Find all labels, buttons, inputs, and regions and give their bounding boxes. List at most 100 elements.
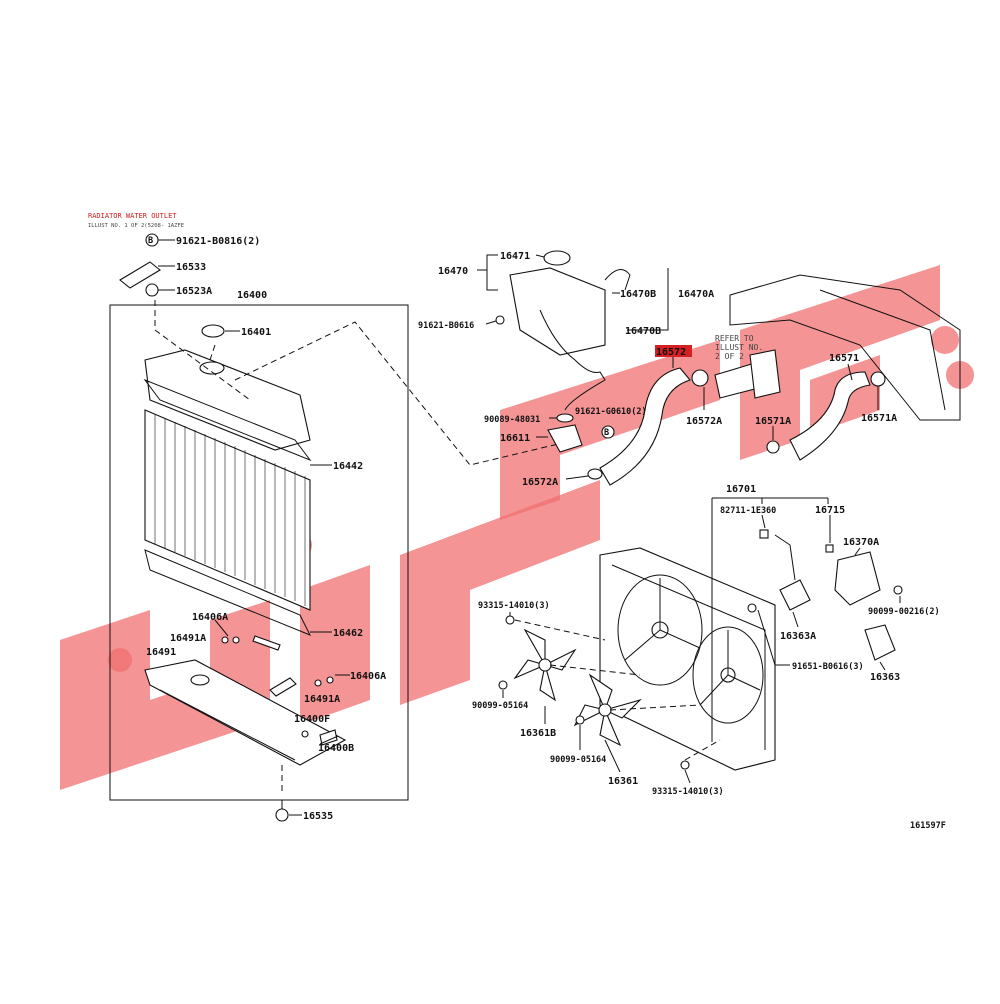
label-16471: 16471 (500, 251, 530, 262)
bolt-93315-top (505, 615, 515, 625)
fan-blade-16361b (513, 628, 577, 702)
callout-badge-b2-text: B (604, 428, 609, 438)
label-16400: 16400 (237, 290, 267, 301)
watermark-stroke-3 (400, 480, 600, 705)
drain-plug-right (269, 677, 297, 697)
fan-opening-right (692, 626, 764, 724)
overflow-hose (539, 309, 606, 411)
label-16523a: 16523A (176, 286, 212, 297)
cushion-16523a (145, 283, 159, 297)
radiator-gasket-bottom (144, 549, 312, 636)
dash-cap-to-neck (209, 344, 216, 361)
label-16491: 16491 (146, 647, 176, 658)
dash-blade-left (549, 664, 641, 676)
label-91651-b0616: 91651-B0616(3) (792, 662, 864, 672)
hose-clamp-16571a-lower (766, 440, 780, 454)
nut-90099-05164-left (498, 680, 508, 690)
engine-block-edge (819, 289, 946, 411)
bolt-91621-b0616 (495, 315, 505, 325)
radiator-fins (154, 414, 306, 606)
label-16533: 16533 (176, 262, 206, 273)
dash-bracket-to-tank (154, 300, 251, 401)
radiator-inlet-hose-16572 (599, 367, 691, 486)
radiator-lower-tank-edge (159, 689, 296, 761)
radiator-group-frame (109, 304, 409, 801)
screw-90099-00216 (893, 585, 903, 595)
refer-note-line-3: 2 OF 2 (715, 352, 744, 361)
label-16400b: 16400B (318, 743, 354, 754)
clip-90089-48031 (556, 413, 574, 423)
bolt-93315-bottom (680, 760, 690, 770)
reservoir-leader-lines (477, 254, 669, 438)
highlight-box-16572 (655, 345, 692, 357)
radiator-assembly (109, 261, 409, 822)
hose-leader-lines (565, 357, 879, 480)
header-note-title: RADIATOR WATER OUTLET (88, 212, 177, 220)
label-90099-00216: 90099-00216(2) (868, 607, 940, 617)
bracket-16400b (319, 729, 338, 746)
drain-plug-cap (326, 676, 334, 684)
label-16572a-lower: 16572A (522, 477, 558, 488)
fan-motor-wire (774, 534, 796, 581)
fan-motor-16363a (779, 579, 811, 611)
label-90099-05164-right: 90099-05164 (550, 755, 606, 765)
wire-connector-82711 (759, 529, 769, 539)
watermark-stroke-5 (740, 265, 940, 460)
drain-cock (252, 635, 281, 651)
radiator-upper-tank (144, 349, 311, 451)
radiator-cap-16401 (201, 324, 225, 338)
hose-clamp-16572a-upper (691, 369, 709, 387)
watermark-dot-3 (108, 648, 132, 672)
callout-badge-b2 (601, 425, 615, 439)
clamp-16715 (825, 544, 834, 553)
support-bracket-16533 (119, 261, 161, 289)
label-16715: 16715 (815, 505, 845, 516)
reservoir-hose-top (604, 269, 631, 291)
fan-spokes (624, 578, 761, 706)
diagram-code: 161597F (910, 821, 946, 831)
label-16400f: 16400F (294, 714, 330, 725)
label-16491a-left: 16491A (170, 633, 206, 644)
label-16470: 16470 (438, 266, 468, 277)
fan-shroud-assembly (498, 529, 903, 771)
label-16462: 16462 (333, 628, 363, 639)
label-82711-1e360: 82711-1E360 (720, 506, 776, 516)
label-16491a-right: 16491A (304, 694, 340, 705)
watermark-dot-1 (931, 326, 959, 354)
nut-90099-05164-right (575, 715, 585, 725)
label-16571a-upper: 16571A (861, 413, 897, 424)
label-16611: 16611 (500, 433, 530, 444)
label-16370a: 16370A (843, 537, 879, 548)
fan-leader-lines (502, 497, 901, 784)
label-16701: 16701 (726, 484, 756, 495)
fan-shroud-16370a (834, 551, 881, 606)
dash-bolt-top (514, 619, 606, 641)
label-16535: 16535 (303, 811, 333, 822)
o-ring-left (221, 636, 229, 644)
radiator-outlet-hose-16571 (789, 371, 871, 461)
callout-badge-b1-text: B (148, 236, 153, 246)
radiator-leader-lines (158, 239, 350, 816)
watermark-stroke-1 (60, 600, 270, 790)
radiator-filler-neck (199, 361, 225, 375)
o-ring-right (314, 679, 322, 687)
label-16406a-right: 16406A (350, 671, 386, 682)
fan-opening-left (617, 574, 703, 686)
dash-blade-right (609, 704, 701, 711)
hose-assembly (587, 349, 886, 486)
fan-shroud-inner-edge (611, 564, 766, 750)
water-outlet-flange (749, 349, 781, 399)
reservoir-cap (543, 250, 571, 266)
label-16361: 16361 (608, 776, 638, 787)
label-16470a: 16470A (678, 289, 714, 300)
label-16572-highlighted[interactable]: 16572 (656, 347, 686, 358)
label-16401: 16401 (241, 327, 271, 338)
label-90089-48031: 90089-48031 (484, 415, 540, 425)
cushion-16535 (275, 808, 289, 822)
refer-note-line-2: ILLUST NO. (715, 343, 763, 352)
label-16572a-upper: 16572A (686, 416, 722, 427)
label-93315-14010-top: 93315-14010(3) (478, 601, 550, 611)
fan-shroud (599, 547, 776, 771)
radiator-outlet-pipe (190, 674, 210, 686)
